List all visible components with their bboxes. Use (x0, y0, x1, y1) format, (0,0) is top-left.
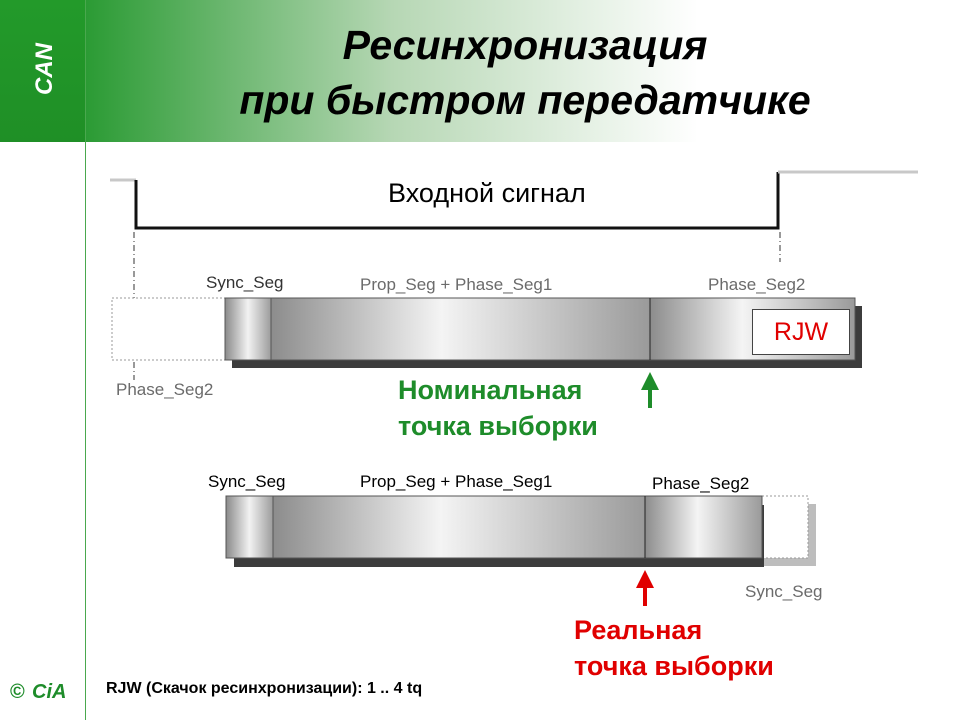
page-title-line2: при быстром передатчике (239, 77, 811, 123)
nominal-sample-point-label: Номинальная точка выборки (398, 372, 598, 444)
bottom-prop-phase1-label: Prop_Seg + Phase_Seg1 (360, 472, 553, 491)
can-logo-icon: CAN (31, 42, 58, 95)
bottom-sync-seg-segment (225, 495, 274, 559)
top-phase-seg2-label: Phase_Seg2 (708, 275, 806, 294)
nominal-arrow-head (641, 372, 659, 390)
real-sample-line1: Реальная (574, 615, 703, 645)
real-bit-timing (225, 495, 816, 606)
signal-low-level (134, 172, 780, 230)
bottom-sync-seg-label: Sync_Seg (208, 472, 286, 491)
page-title-line1: Ресинхронизация (342, 22, 708, 68)
next-sync-seg-label: Sync_Seg (745, 582, 823, 601)
sidebar-brand-band (0, 0, 85, 142)
prev-phase-seg2-segment (111, 297, 233, 361)
real-sample-line2: точка выборки (574, 651, 774, 681)
sidebar-divider (85, 0, 86, 720)
bottom-phase-seg2-segment (644, 495, 763, 559)
cia-logo-text: CiA (32, 681, 66, 703)
copyright-symbol: © (10, 681, 25, 703)
page-title: Ресинхронизация при быстром передатчике (130, 18, 920, 128)
can-logo-text: CAN (31, 42, 58, 95)
nominal-sample-line2: точка выборки (398, 411, 598, 441)
input-signal-label: Входной сигнал (388, 178, 586, 208)
top-sync-seg-label: Sync_Seg (206, 273, 284, 292)
rjw-footnote: RJW (Скачок ресинхронизации): 1 .. 4 tq (106, 680, 423, 697)
cia-logo-icon: © CiA (10, 681, 66, 703)
bottom-prop-phase1-segment (272, 495, 646, 559)
rjw-box: RJW (752, 309, 850, 355)
real-arrow-head (636, 570, 654, 588)
bottom-phase-seg2-label: Phase_Seg2 (652, 474, 750, 493)
top-prop-phase1-segment (270, 297, 651, 361)
next-sync-seg-segment (761, 495, 809, 559)
top-sync-seg-segment (224, 297, 272, 361)
prev-phase-seg2-label: Phase_Seg2 (116, 380, 214, 399)
header-gradient-band (86, 0, 960, 142)
nominal-sample-line1: Номинальная (398, 375, 583, 405)
top-prop-phase1-label: Prop_Seg + Phase_Seg1 (360, 275, 553, 294)
real-sample-point-label: Реальная точка выборки (574, 612, 774, 684)
